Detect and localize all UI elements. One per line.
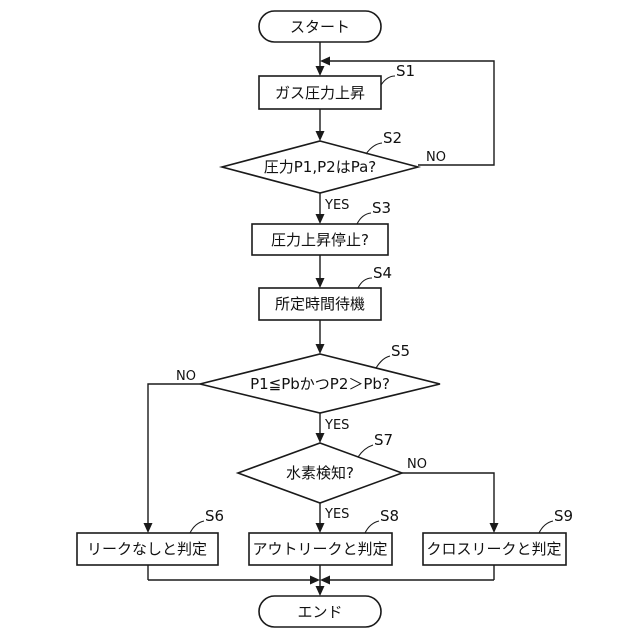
s9-label: クロスリークと判定: [426, 540, 561, 558]
arrowhead-into-end: [316, 586, 325, 596]
arrowhead-into-s1: [316, 66, 325, 76]
leader-s2: [366, 143, 382, 154]
arrowhead-into-s6: [144, 523, 153, 533]
end-label: エンド: [297, 603, 342, 621]
leader-s4: [358, 278, 372, 288]
s4-label: 所定時間待機: [275, 295, 365, 313]
arrowheads: [144, 57, 499, 597]
s5-label: P1≦PbかつP2＞Pb?: [250, 375, 390, 393]
leader-s9: [539, 521, 553, 533]
step-s4: S4: [373, 264, 392, 282]
shapes: [77, 11, 566, 627]
arrowhead-into-s4: [316, 278, 325, 288]
leader-s6: [190, 521, 204, 533]
step-s3: S3: [372, 199, 391, 217]
s6-label: リークなしと判定: [87, 540, 207, 558]
step-s2: S2: [383, 129, 402, 147]
leader-s7: [358, 445, 373, 457]
step-s7: S7: [374, 431, 393, 449]
leader-s3: [357, 213, 371, 224]
arrowhead-into-s2: [316, 131, 325, 141]
s7-no-label: NO: [407, 457, 427, 472]
s7-yes-label: YES: [324, 507, 349, 522]
step-s5: S5: [391, 342, 410, 360]
arrowhead-into-s3: [316, 214, 325, 224]
leader-s8: [365, 521, 379, 533]
arrowhead-into-s8: [316, 523, 325, 533]
step-s8: S8: [380, 507, 399, 525]
step-s6: S6: [205, 507, 224, 525]
s5-yes-label: YES: [324, 418, 349, 433]
s8-label: アウトリークと判定: [252, 540, 387, 558]
arrowhead-into-s7: [316, 433, 325, 443]
arrowhead-loop-into-s1-line: [320, 57, 330, 66]
start-label: スタート: [290, 18, 350, 36]
s2-no-label: NO: [426, 150, 446, 165]
connector-s7-no-s9: [402, 473, 494, 525]
leader-s1: [381, 76, 395, 85]
arrowhead-merge-left: [310, 576, 320, 585]
s1-label: ガス圧力上昇: [275, 84, 365, 102]
connector-s5-no-s6: [148, 384, 200, 525]
s2-yes-label: YES: [324, 198, 349, 213]
step-s1: S1: [396, 62, 415, 80]
arrowhead-into-s9: [490, 523, 499, 533]
arrowhead-into-s5: [316, 344, 325, 354]
leader-s5: [376, 356, 390, 368]
s2-label: 圧力P1,P2はPa?: [264, 158, 376, 176]
step-s9: S9: [554, 507, 573, 525]
s3-label: 圧力上昇停止?: [271, 231, 369, 249]
arrowhead-merge-right: [320, 576, 330, 585]
s7-label: 水素検知?: [286, 464, 354, 482]
s5-no-label: NO: [176, 369, 196, 384]
